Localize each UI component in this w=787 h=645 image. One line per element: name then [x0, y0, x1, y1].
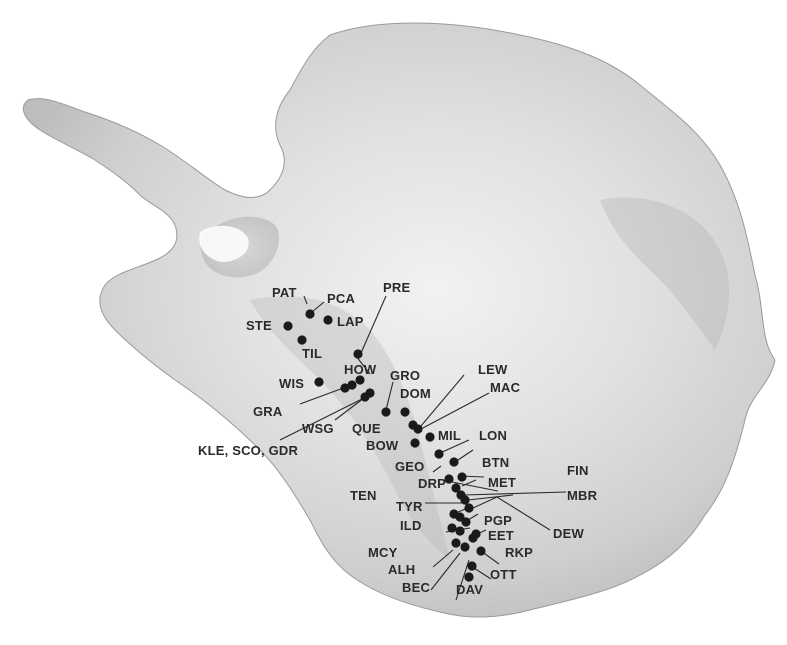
site-marker-mcy[interactable]	[451, 538, 461, 548]
label-how: HOW	[344, 362, 377, 377]
leader-lines	[279, 295, 567, 601]
site-marker-lap[interactable]	[323, 315, 333, 325]
site-labels: PAT PCA LAP STE TIL PRE HOW WIS GRA GRO …	[198, 280, 598, 597]
label-mac: MAC	[490, 380, 521, 395]
site-marker-mil[interactable]	[425, 432, 435, 442]
site-marker-gra-2[interactable]	[347, 380, 357, 390]
site-marker-dav[interactable]	[464, 572, 474, 582]
label-dew: DEW	[553, 526, 584, 541]
label-tyr: TYR	[396, 499, 423, 514]
label-gra: GRA	[253, 404, 283, 419]
site-marker-bow[interactable]	[410, 438, 420, 448]
site-marker-ott[interactable]	[476, 546, 486, 556]
coast-shading	[600, 197, 730, 350]
label-btn: BTN	[482, 455, 509, 470]
site-marker-wis[interactable]	[314, 377, 324, 387]
site-marker-alh[interactable]	[460, 542, 470, 552]
site-marker-geo[interactable]	[434, 449, 444, 459]
site-marker-pat[interactable]	[305, 309, 315, 319]
label-fin: FIN	[567, 463, 589, 478]
label-alh: ALH	[388, 562, 415, 577]
ice-shelf-opening	[199, 225, 249, 262]
site-marker-til[interactable]	[297, 335, 307, 345]
site-marker-met[interactable]	[451, 483, 461, 493]
site-marker-bec[interactable]	[467, 561, 477, 571]
label-lew: LEW	[478, 362, 508, 377]
site-marker-how[interactable]	[353, 349, 363, 359]
label-met: MET	[488, 475, 516, 490]
continent-landmass	[22, 22, 776, 618]
site-marker-gro[interactable]	[381, 407, 391, 417]
label-mbr: MBR	[567, 488, 598, 503]
label-lon: LON	[479, 428, 507, 443]
site-marker-gra-1[interactable]	[340, 383, 350, 393]
label-drp: DRP	[418, 476, 446, 491]
site-markers	[283, 309, 486, 582]
label-pca: PCA	[327, 291, 355, 306]
label-geo: GEO	[395, 459, 425, 474]
label-ild: ILD	[400, 518, 422, 533]
label-pat: PAT	[272, 285, 297, 300]
label-til: TIL	[302, 346, 322, 361]
site-marker-rkp[interactable]	[468, 533, 478, 543]
site-marker-mbr[interactable]	[464, 503, 474, 513]
label-eet: EET	[488, 528, 514, 543]
site-marker-pre[interactable]	[365, 388, 375, 398]
site-marker-btn[interactable]	[457, 472, 467, 482]
label-gro: GRO	[390, 368, 420, 383]
label-mcy: MCY	[368, 545, 398, 560]
site-marker-how-2[interactable]	[355, 375, 365, 385]
site-marker-drp[interactable]	[444, 474, 454, 484]
label-mil: MIL	[438, 428, 461, 443]
label-ott: OTT	[490, 567, 517, 582]
label-pre: PRE	[383, 280, 410, 295]
site-marker-ste[interactable]	[283, 321, 293, 331]
label-wsg: WSG	[302, 421, 334, 436]
site-marker-pgp[interactable]	[461, 517, 471, 527]
label-que: QUE	[352, 421, 381, 436]
site-marker-ild[interactable]	[447, 523, 457, 533]
label-pgp: PGP	[484, 513, 512, 528]
label-dom: DOM	[400, 386, 431, 401]
label-wis: WIS	[279, 376, 304, 391]
site-marker-lew[interactable]	[413, 424, 423, 434]
label-ten: TEN	[350, 488, 377, 503]
label-bec: BEC	[402, 580, 430, 595]
label-rkp: RKP	[505, 545, 533, 560]
label-ste: STE	[246, 318, 272, 333]
site-marker-ten[interactable]	[460, 495, 470, 505]
site-marker-dom[interactable]	[400, 407, 410, 417]
label-lap: LAP	[337, 314, 364, 329]
site-marker-eet[interactable]	[455, 526, 465, 536]
site-marker-lon[interactable]	[449, 457, 459, 467]
mountain-shading	[250, 296, 450, 560]
label-kle-sco-gdr: KLE, SCO, GDR	[198, 443, 299, 458]
label-bow: BOW	[366, 438, 399, 453]
label-dav: DAV	[456, 582, 483, 597]
